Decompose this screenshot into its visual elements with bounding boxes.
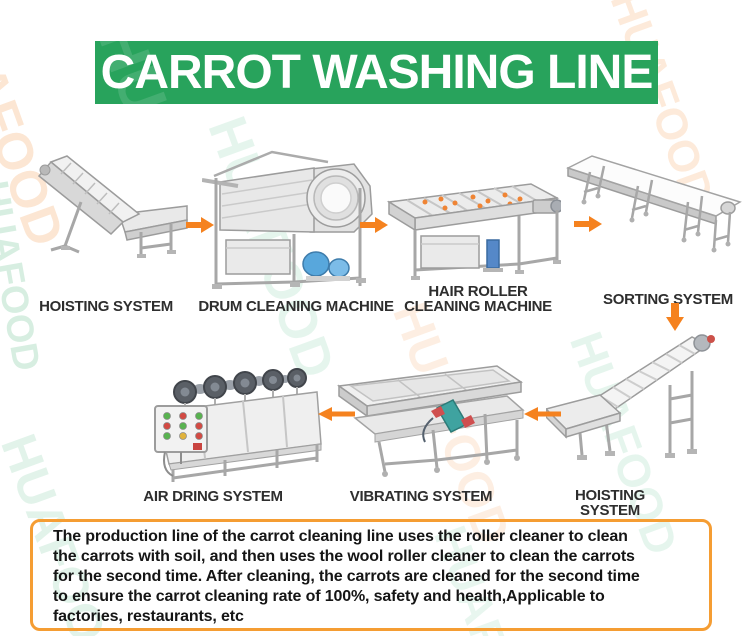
description-line: to ensure the carrot cleaning rate of 10… [53, 588, 605, 605]
flow-arrow-right-icon [360, 217, 388, 233]
vibrating-screen-illustration [337, 365, 525, 477]
flow-arrow-right-icon [186, 217, 214, 233]
incline-conveyor-with-hopper-illustration [546, 334, 715, 460]
page-title: CARROT WASHING LINE [100, 46, 654, 99]
air-blower-dryer-illustration [154, 368, 322, 482]
description-text: The production line of the carrot cleani… [33, 522, 709, 627]
stage-hoisting-system-2: HOISTING SYSTEM [545, 325, 737, 518]
hair-roller-washer-illustration [386, 183, 561, 280]
flat-belt-conveyor-illustration [566, 155, 742, 253]
description-line: factories, restaurants, etc [53, 608, 244, 625]
description-line: for the second time. After cleaning, the… [53, 568, 640, 585]
description-box: The production line of the carrot cleani… [30, 519, 712, 631]
description-line: the carrots with soil, and then uses the… [53, 548, 635, 565]
flow-arrow-right-icon [574, 216, 602, 232]
stage-label-hoisting-system-1: HOISTING SYSTEM [39, 298, 173, 315]
description-line: The production line of the carrot cleani… [53, 528, 628, 545]
title-banner: HUAFOOD CARROT WASHING LINE [95, 41, 658, 104]
stage-label-drum-cleaning-machine: DRUM CLEANING MACHINE [198, 298, 394, 315]
stage-vibrating-system: VIBRATING SYSTEM [331, 352, 531, 520]
stage-label-sorting-system: SORTING SYSTEM [603, 291, 733, 308]
stage-drum-cleaning-machine: DRUM CLEANING MACHINE [196, 146, 396, 318]
flow-arrow-down-icon [666, 303, 684, 331]
incline-conveyor-illustration [37, 155, 188, 258]
stage-air-drying-system: AIR DRING SYSTEM [121, 360, 325, 520]
stage-label-hoisting-system-2: HOISTING SYSTEM [574, 487, 646, 519]
rotary-drum-washer-illustration [202, 150, 373, 289]
flow-arrow-left-icon [318, 407, 355, 421]
stage-label-air-drying-system: AIR DRING SYSTEM [143, 488, 283, 505]
stage-hair-roller-cleaning-machine: HAIR ROLLER CLEANING MACHINE [383, 168, 563, 318]
stage-label-vibrating-system: VIBRATING SYSTEM [349, 488, 493, 505]
stage-sorting-system: SORTING SYSTEM [558, 142, 750, 314]
flow-arrow-left-icon [524, 407, 561, 421]
stage-hoisting-system-1: HOISTING SYSTEM [18, 148, 194, 318]
stage-label-hair-roller-cleaning-machine: HAIR ROLLER CLEANING MACHINE [404, 283, 552, 315]
